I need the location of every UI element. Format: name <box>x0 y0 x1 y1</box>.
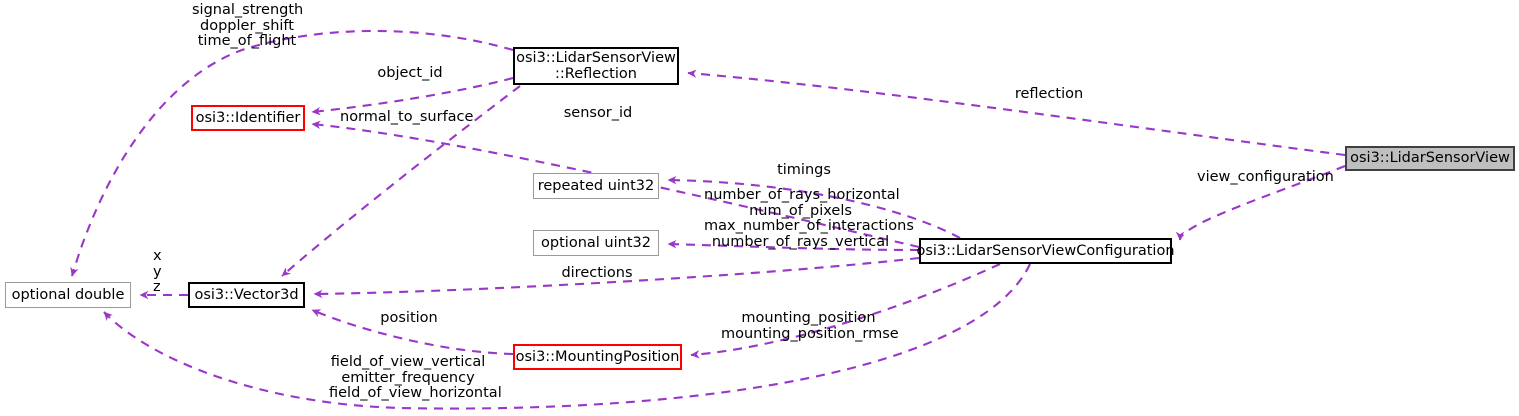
node-optional-double[interactable]: optional double <box>5 282 131 308</box>
edge-label-field-of-view: field_of_view_vertical emitter_frequency… <box>329 354 502 402</box>
edge-object-id <box>311 76 514 116</box>
edge-label-position: position <box>380 310 438 326</box>
edge-signal-strength <box>70 29 514 277</box>
node-lidar-sensor-view[interactable]: osi3::LidarSensorView <box>1345 146 1515 171</box>
edge-reflection <box>687 69 1346 157</box>
edge-timings <box>667 175 961 239</box>
edge-label-reflection: reflection <box>1014 86 1084 102</box>
edge-label-directions: directions <box>561 265 633 281</box>
edge-normal-to-surface <box>281 85 521 277</box>
edge-label-sensor-id: sensor_id <box>563 105 633 121</box>
edge-label-normal-to-surface: normal_to_surface <box>340 109 474 125</box>
node-optional-uint32[interactable]: optional uint32 <box>533 230 659 256</box>
node-vector3d[interactable]: osi3::Vector3d <box>188 282 305 308</box>
edge-label-timings: timings <box>777 162 831 178</box>
edge-ray-counts <box>667 240 920 252</box>
node-mounting-position[interactable]: osi3::MountingPosition <box>513 344 682 370</box>
edge-label-view-configuration: view_configuration <box>1197 169 1334 185</box>
edge-view-configuration <box>1175 165 1346 241</box>
edge-label-xyz: x y z <box>153 248 162 296</box>
node-identifier[interactable]: osi3::Identifier <box>191 105 305 131</box>
node-lidar-sensor-view-configuration[interactable]: osi3::LidarSensorViewConfiguration <box>916 238 1175 264</box>
edge-label-object-id: object_id <box>377 65 443 81</box>
node-repeated-uint32[interactable]: repeated uint32 <box>533 173 659 199</box>
node-reflection[interactable]: osi3::LidarSensorView ::Reflection <box>513 47 679 85</box>
edge-label-mounting-position: mounting_position mounting_position_rmse <box>721 310 899 342</box>
edge-label-signal-strength: signal_strength doppler_shift time_of_fl… <box>192 2 304 50</box>
edge-directions <box>313 256 920 299</box>
edge-field-of-view <box>103 263 1031 410</box>
edge-label-ray-counts: number_of_rays_horizontal num_of_pixels … <box>704 187 914 250</box>
